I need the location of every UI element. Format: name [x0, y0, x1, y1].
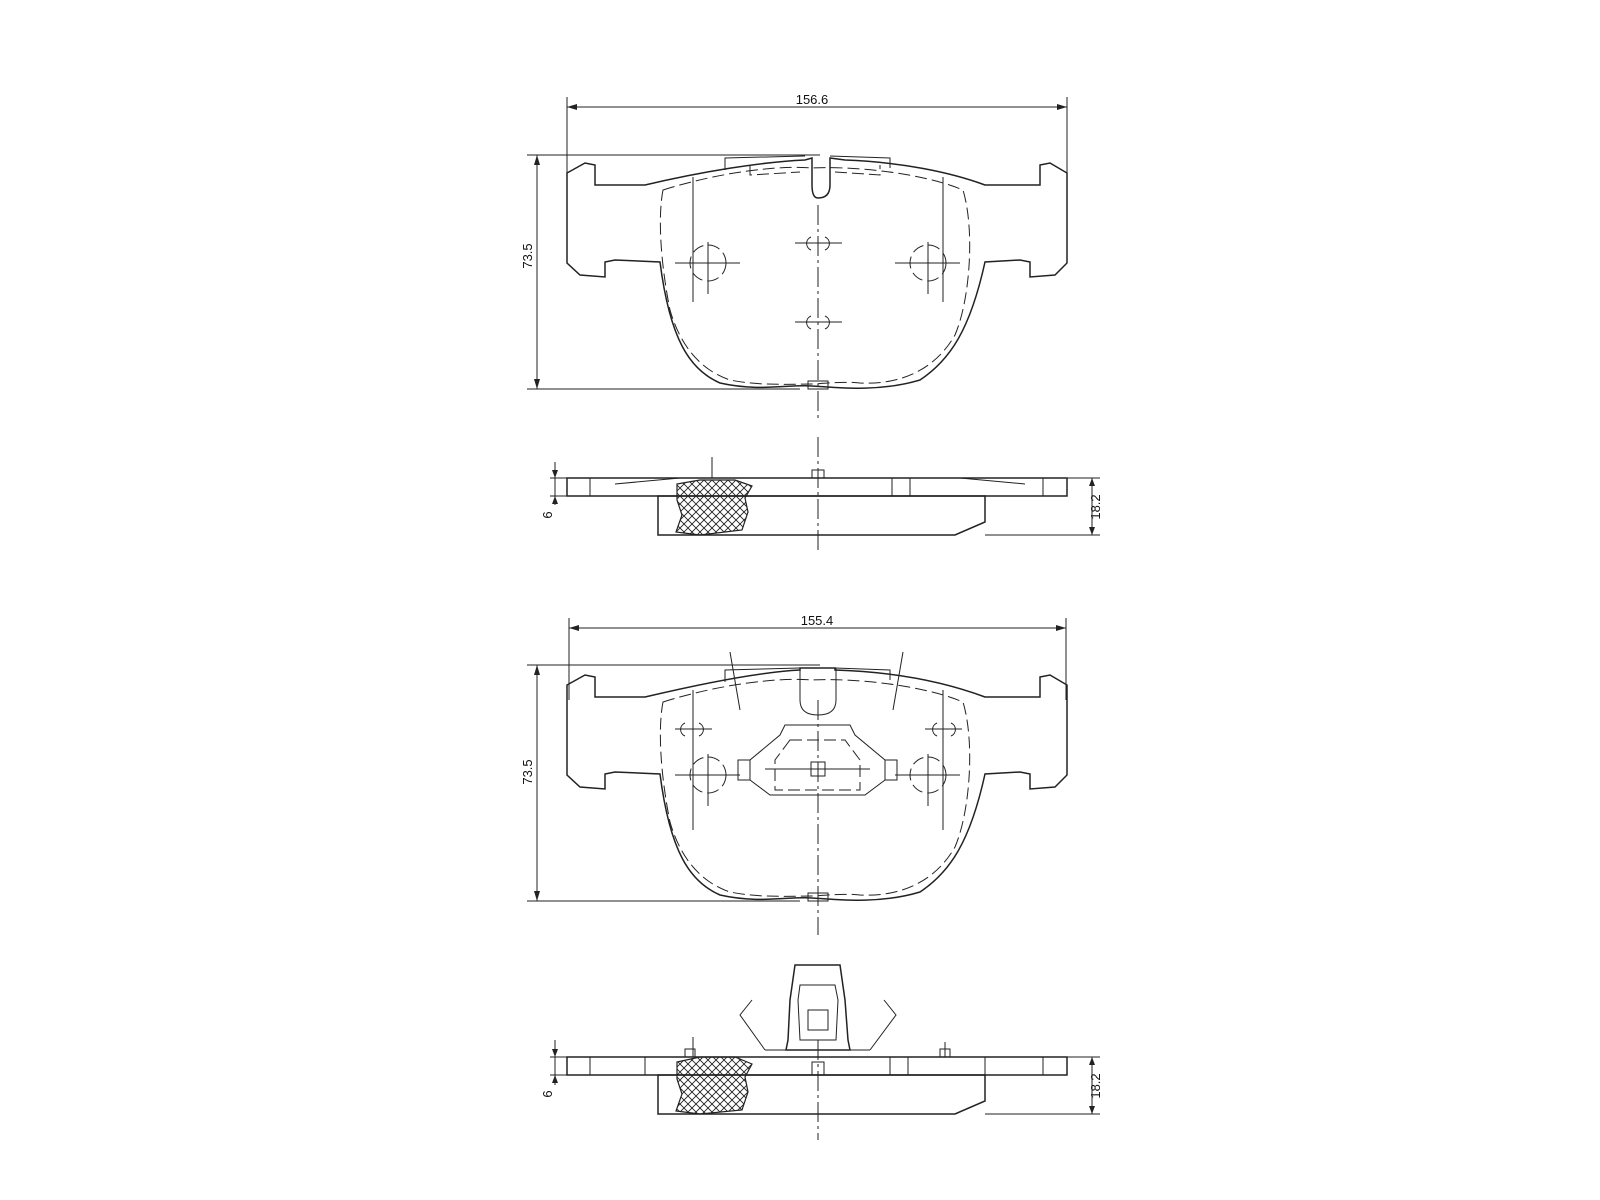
- pad2-thickness-dimension: 18.2: [985, 1056, 1103, 1115]
- pad2-width-label: 155.4: [801, 613, 834, 628]
- pad2-backplate-dimension: 6: [540, 1040, 567, 1098]
- pad2-height-label: 73.5: [520, 759, 535, 784]
- pad2-section-hatch: [675, 1056, 753, 1115]
- pad1-left-hole: [675, 242, 740, 294]
- pad1-side-view: 18.2 6: [540, 437, 1103, 553]
- pad2-thickness-label: 18.2: [1088, 1073, 1103, 1098]
- pad1-backplate-label: 6: [540, 511, 555, 518]
- pad2-left-pin: [675, 722, 712, 737]
- pad2-height-dimension: 73.5: [520, 664, 820, 902]
- pad1-top-notch-left: [724, 155, 806, 170]
- pad1-height-dimension: 73.5: [520, 154, 820, 390]
- pad2-backplate-label: 6: [540, 1090, 555, 1097]
- pad2-left-hole: [675, 754, 740, 806]
- pad2-backplate-outline: [566, 667, 1068, 902]
- pad1-front-view: 156.6 73.5: [520, 92, 1068, 420]
- pad1-friction-side: [657, 495, 986, 536]
- pad1-bottom-tab: [807, 380, 829, 390]
- pad2-friction-outline: [659, 678, 971, 897]
- pad1-section-hatch: [675, 479, 753, 536]
- pad2-side-view: 18.2 6: [540, 964, 1103, 1140]
- pad1-thickness-dimension: 18.2: [985, 477, 1103, 536]
- pad1-inner-curve-left: [749, 165, 801, 176]
- pad2-front-view: 155.4 73.5: [520, 613, 1068, 935]
- pad1-friction-outline: [659, 166, 971, 385]
- pad1-upper-pin: [795, 236, 842, 251]
- pad1-backplate-dimension: 6: [540, 462, 567, 519]
- pad2-clip-profile: [739, 964, 897, 1051]
- pad1-inner-curve-right: [834, 165, 881, 176]
- pad1-right-hole: [895, 242, 960, 294]
- pad2-right-pin: [925, 722, 962, 737]
- pad1-height-label: 73.5: [520, 243, 535, 268]
- pad2-friction-side: [657, 1074, 986, 1115]
- pad1-width-label: 156.6: [796, 92, 829, 107]
- pad1-lower-pin: [795, 315, 842, 330]
- pad1-thickness-label: 18.2: [1088, 494, 1103, 519]
- pad1-width-dimension: 156.6: [566, 92, 1068, 190]
- pad1-top-notch-right: [829, 155, 891, 168]
- pad2-width-dimension: 155.4: [568, 613, 1067, 700]
- pad2-backplate-side: [566, 1056, 1068, 1076]
- pad2-right-hole: [895, 754, 960, 806]
- pad1-backplate-outline: [566, 157, 1068, 390]
